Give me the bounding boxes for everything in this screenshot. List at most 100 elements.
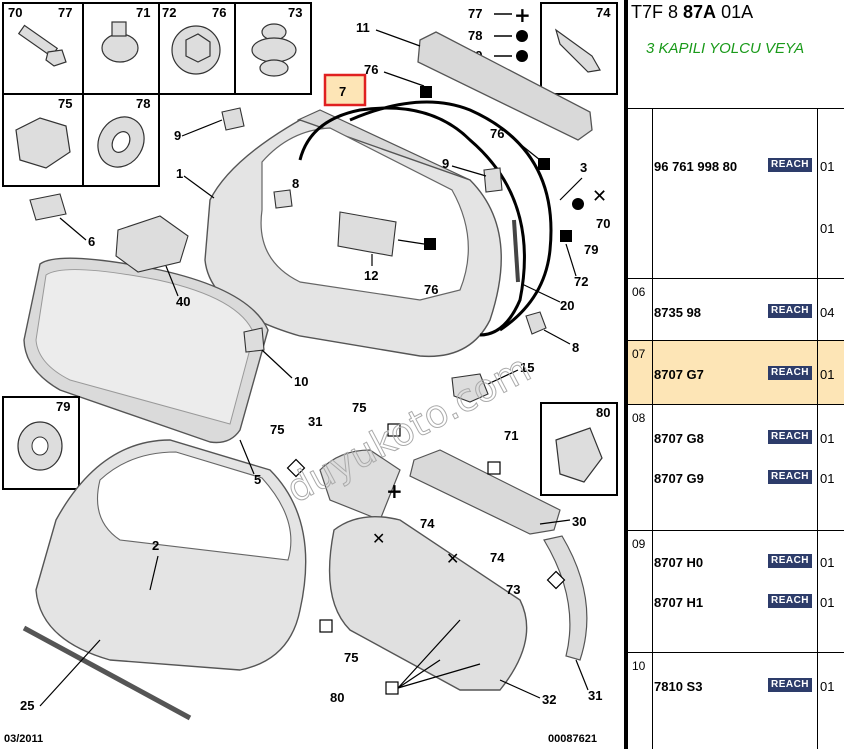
svg-text:10: 10: [294, 374, 308, 389]
svg-text:✕: ✕: [592, 186, 607, 207]
seal: [298, 106, 526, 337]
svg-text:80: 80: [596, 405, 610, 420]
part-number[interactable]: 8707 G8: [654, 431, 704, 446]
svg-text:31: 31: [588, 688, 602, 703]
svg-text:+: +: [386, 479, 403, 503]
svg-text:32: 32: [542, 692, 556, 707]
svg-text:2: 2: [152, 538, 159, 553]
svg-text:73: 73: [506, 582, 520, 597]
column-divider: [817, 109, 818, 278]
row-position: 06: [632, 285, 646, 299]
svg-text:+: +: [514, 3, 531, 27]
legend-77-79: 77 78 79 +: [468, 3, 531, 63]
trim-31a: [319, 449, 401, 521]
model-description: 3 KAPILI YOLCU VEYA: [646, 40, 805, 57]
svg-text:8: 8: [572, 340, 579, 355]
column-divider: [652, 341, 653, 404]
quantity: 01: [820, 471, 835, 486]
svg-text:1: 1: [176, 166, 183, 181]
reach-badge: REACH: [768, 430, 812, 444]
callout-7: 7: [339, 84, 346, 99]
parts-row[interactable]: 96 761 998 80 REACH 01 01: [628, 108, 844, 278]
svg-text:71: 71: [504, 428, 518, 443]
svg-text:76: 76: [364, 62, 378, 77]
diagram-ref: 00087621: [548, 733, 597, 745]
svg-text:70: 70: [596, 216, 610, 231]
reach-badge: REACH: [768, 304, 812, 318]
column-divider: [817, 341, 818, 404]
svg-text:✕: ✕: [372, 529, 385, 548]
rear-glass: [23, 257, 269, 444]
part-number[interactable]: 96 761 998 80: [654, 159, 738, 174]
svg-text:11: 11: [356, 20, 370, 35]
column-divider: [817, 653, 818, 749]
row-position: 07: [632, 347, 646, 361]
catalog-code: T7F 8 87A 01A: [631, 2, 753, 23]
part-number[interactable]: 8707 H1: [654, 595, 704, 610]
svg-text:✕: ✕: [446, 549, 459, 568]
svg-text:72: 72: [574, 274, 588, 289]
quantity: 01: [820, 159, 835, 174]
box-74: 74: [540, 2, 618, 95]
reach-badge: REACH: [768, 158, 812, 172]
callout-76: 76: [212, 5, 226, 20]
panel-divider: [624, 0, 628, 749]
nut-icon: [171, 25, 221, 75]
part-number[interactable]: 7810 S3: [654, 679, 703, 694]
spoiler: 11: [356, 20, 593, 141]
part-9a: [221, 107, 245, 131]
svg-text:76: 76: [490, 126, 504, 141]
quantity: 04: [820, 305, 835, 320]
row-position: 08: [632, 411, 646, 425]
svg-text:78: 78: [468, 28, 482, 43]
part-6: [29, 193, 67, 221]
molding-25: [22, 625, 192, 721]
svg-text:8: 8: [292, 176, 299, 191]
box-79: 79: [2, 396, 80, 490]
column-divider: [652, 405, 653, 530]
row-position: 10: [632, 659, 646, 673]
callout-77: 77: [58, 5, 72, 20]
trim-30: [409, 449, 561, 535]
quantity: 01: [820, 221, 835, 236]
svg-text:5: 5: [254, 472, 261, 487]
parts-diagram: 70 77 71 72 76 73 75 78 74 77 7: [2, 2, 618, 745]
quantity: 01: [820, 555, 835, 570]
callout-75: 75: [58, 96, 72, 111]
part-number[interactable]: 8735 98: [654, 305, 701, 320]
column-divider: [652, 279, 653, 340]
callout-70: 70: [8, 5, 22, 20]
svg-text:75: 75: [270, 422, 284, 437]
parts-row[interactable]: 06 8735 98 REACH 04: [628, 278, 844, 340]
part-number[interactable]: 8707 G9: [654, 471, 704, 486]
column-divider: [652, 531, 653, 652]
svg-text:75: 75: [352, 400, 366, 415]
code-suffix: 01A: [721, 2, 754, 22]
part-number[interactable]: 8707 G7: [654, 367, 704, 382]
clip-icon: [101, 21, 139, 63]
highlight-label-7: 7: [323, 73, 367, 107]
svg-text:20: 20: [560, 298, 574, 313]
svg-text:75: 75: [344, 650, 358, 665]
callout-74: 74: [596, 5, 611, 20]
part-8b: [525, 311, 547, 335]
column-divider: [817, 531, 818, 652]
code-prefix: T7F 8: [631, 2, 679, 22]
grommet-icon: [251, 23, 297, 77]
parts-list-panel: T7F 8 87A 01A 3 KAPILI YOLCU VEYA 96 761…: [628, 0, 844, 749]
screw-icon: [17, 24, 67, 67]
trim-31b: [543, 535, 588, 661]
trim-32: [328, 515, 528, 691]
svg-text:76: 76: [424, 282, 438, 297]
column-divider: [652, 653, 653, 749]
svg-text:25: 25: [20, 698, 34, 713]
callout-78: 78: [136, 96, 150, 111]
part-number[interactable]: 8707 H0: [654, 555, 704, 570]
part-10: [243, 327, 265, 353]
tailgate-outer: [35, 439, 307, 671]
svg-text:3: 3: [580, 160, 587, 175]
